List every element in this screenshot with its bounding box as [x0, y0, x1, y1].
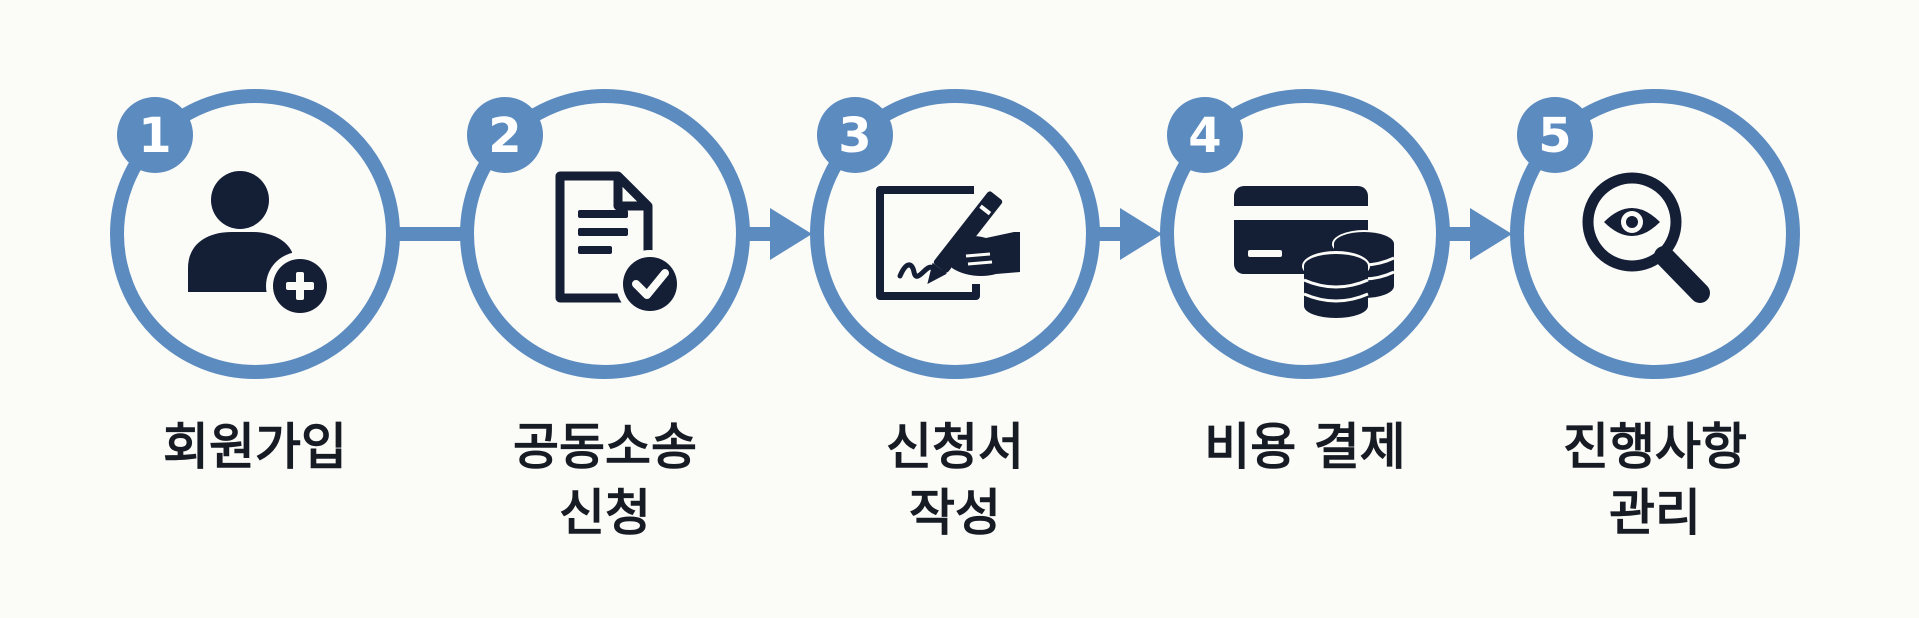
step-5-label-line-1: 진행사항 — [1563, 418, 1747, 476]
step-badge: 3 — [817, 97, 893, 173]
step-number: 1 — [138, 108, 171, 164]
step-1-label-line-1: 회원가입 — [163, 418, 347, 476]
step-3-label-line-2: 작성 — [909, 484, 1001, 542]
step-ring — [1160, 89, 1450, 379]
step-ring — [110, 89, 400, 379]
connector-4-5 — [1445, 208, 1512, 260]
connector-2-3 — [745, 208, 812, 260]
step-2-label-line-2: 신청 — [559, 484, 651, 542]
step-3-label-line-1: 신청서 — [886, 418, 1024, 476]
step-1-label: 회원가입 — [105, 414, 405, 480]
connector-3-4 — [1095, 208, 1162, 260]
step-5-label: 진행사항 관리 — [1505, 414, 1805, 546]
document-check-icon — [555, 171, 684, 318]
step-badge: 4 — [1167, 97, 1243, 173]
step-number: 5 — [1538, 108, 1571, 164]
step-2-label: 공동소송 신청 — [455, 414, 755, 546]
step-4-label: 비용 결제 — [1155, 414, 1455, 480]
step-badge: 1 — [117, 97, 193, 173]
step-5: 5 — [1510, 89, 1800, 379]
step-badge: 2 — [467, 97, 543, 173]
card-coins-icon — [1234, 186, 1396, 318]
step-badge: 5 — [1517, 97, 1593, 173]
step-number: 2 — [488, 108, 521, 164]
step-ring — [1510, 89, 1800, 379]
step-1: 1 — [110, 89, 400, 379]
step-5-label-line-2: 관리 — [1609, 484, 1701, 542]
user-add-icon — [188, 171, 334, 320]
step-number: 3 — [838, 108, 871, 164]
magnifier-eye-icon — [1582, 172, 1710, 303]
step-2: 2 — [460, 89, 750, 379]
step-2-label-line-1: 공동소송 — [513, 418, 697, 476]
step-3: 3 — [810, 89, 1100, 379]
step-4-label-line-1: 비용 결제 — [1204, 418, 1406, 476]
step-number: 4 — [1188, 108, 1221, 164]
step-4: 4 — [1160, 89, 1450, 379]
step-3-label: 신청서 작성 — [805, 414, 1105, 546]
step-ring — [810, 89, 1100, 379]
connector-1-2 — [395, 227, 465, 241]
step-ring — [460, 89, 750, 379]
signature-pen-icon — [876, 186, 1020, 300]
